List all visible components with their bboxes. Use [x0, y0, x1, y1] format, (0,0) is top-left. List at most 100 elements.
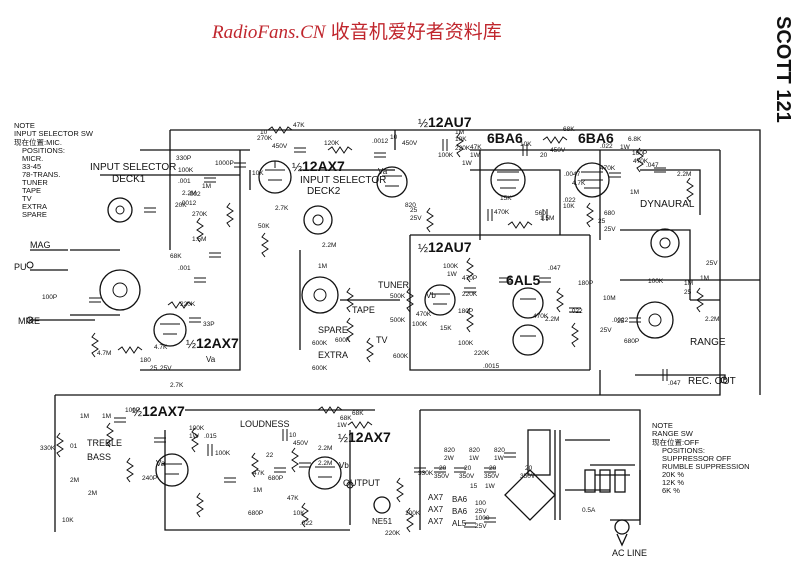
component-value: 600K [312, 365, 328, 372]
component-value: 25V [160, 365, 172, 372]
component-value: 2.7K [275, 205, 289, 212]
tube-label: 6AL5 [506, 272, 540, 288]
component-value: 4.7K [572, 180, 586, 187]
component-value: 2.2M [322, 242, 336, 249]
component-value: 600K [393, 353, 409, 360]
component-value: 10K [520, 141, 532, 148]
tube-section: Vb [426, 291, 436, 300]
component-value: 1W [494, 455, 505, 462]
note-line: SUPPRESSOR OFF [662, 454, 732, 463]
component-value: 1W [470, 152, 481, 159]
selector-tape: TAPE [352, 305, 375, 315]
resistor [426, 207, 434, 233]
resistor [696, 287, 704, 313]
capacitor [609, 172, 621, 178]
component-value: 180P [458, 308, 473, 315]
resistor [196, 492, 204, 518]
component-value: 0.5A [582, 507, 596, 514]
component-value: 68K [563, 126, 575, 133]
component-value: 1M [700, 275, 709, 282]
component-value: 560 [535, 210, 546, 217]
half-mark: ½ [418, 241, 428, 255]
component-value: 220K [462, 291, 478, 298]
note-line: 78-TRANS. [22, 170, 60, 179]
component-value: 470K [633, 158, 649, 165]
component-value: 2W [444, 455, 455, 462]
component-value: 1M [455, 129, 464, 136]
component-value: 120K [324, 140, 340, 147]
note-line: RANGE SW [652, 429, 694, 438]
component-value: 350V [520, 473, 536, 480]
component-value: 25 [410, 207, 418, 214]
note-line: SPARE [22, 210, 47, 219]
component-value: 100K [438, 152, 454, 159]
mag-label: MAG [30, 240, 51, 250]
rec-out-label: REC. OUT [688, 376, 736, 387]
half-mark: ½ [418, 116, 428, 130]
switch-deck1 [107, 197, 133, 223]
capacitor [189, 317, 201, 323]
site-header: RadioFans.CN 收音机爱好者资料库 [212, 17, 502, 44]
note-line: TV [22, 194, 32, 203]
component-value: 1W [620, 144, 631, 151]
component-value: 330K [40, 445, 56, 452]
component-value: 470K [600, 165, 616, 172]
site-name-cn: 收音机爱好者资料库 [330, 22, 502, 43]
component-value: 100K [458, 340, 474, 347]
component-value: 10K [62, 517, 74, 524]
main-wiring [54, 129, 761, 532]
power-supply [373, 429, 641, 547]
capacitor [569, 307, 581, 313]
resistor [406, 507, 414, 533]
capacitor [454, 467, 466, 473]
note-line: EXTRA [22, 202, 47, 211]
capacitor [224, 477, 236, 483]
component-value: 450V [272, 143, 288, 150]
component-value: 25 [617, 318, 625, 325]
tube-12ax7-input: 12AX7 ½ Va [153, 313, 239, 364]
component-value: 1000P [215, 160, 234, 167]
component-value: 100P [125, 407, 140, 414]
tube-label: 12AU7 [428, 114, 472, 130]
resistor [106, 422, 114, 448]
tube-label: 12AX7 [196, 335, 239, 351]
note-line: 12K % [662, 478, 684, 487]
tube-label: 12AU7 [428, 239, 472, 255]
component-value: 47K [287, 495, 299, 502]
heater-label: AX7 [428, 505, 444, 514]
component-value: 10M [603, 295, 616, 302]
component-value: 15K [440, 325, 452, 332]
switch-deck1-lower [99, 269, 141, 311]
capacitor [484, 467, 496, 473]
component-value: 100K [443, 263, 459, 270]
input-jacks [26, 249, 95, 324]
tube-label: 12AX7 [302, 158, 345, 174]
resistor [317, 406, 343, 414]
component-value: 25V [475, 523, 487, 530]
input-selector-label-2: INPUT SELECTOR [300, 175, 386, 186]
heater-label: AX7 [428, 493, 444, 502]
component-value: 1M [102, 413, 111, 420]
component-value: 47K [470, 144, 482, 151]
component-value: 350V [484, 473, 500, 480]
component-value: 220K [180, 301, 196, 308]
tube-section: Vb [339, 461, 349, 470]
component-value: 2.7K [170, 382, 184, 389]
component-value: 220K [455, 145, 471, 152]
capacitor [194, 277, 206, 283]
tube-12ax7-bottom-center: 12AX7 ½ Vb [308, 429, 391, 490]
component-value: .022 [563, 197, 576, 204]
component-value: 180P [578, 280, 593, 287]
component-value: .022 [570, 308, 583, 315]
component-value: 25V [410, 215, 422, 222]
note-line: NOTE [14, 121, 35, 130]
component-value: .015 [204, 433, 217, 440]
component-value: 2M [70, 477, 79, 484]
component-value: 1.5M [192, 236, 206, 243]
component-value: .047 [646, 162, 659, 169]
component-value: 820 [494, 447, 505, 454]
component-value: .0022 [612, 317, 629, 324]
